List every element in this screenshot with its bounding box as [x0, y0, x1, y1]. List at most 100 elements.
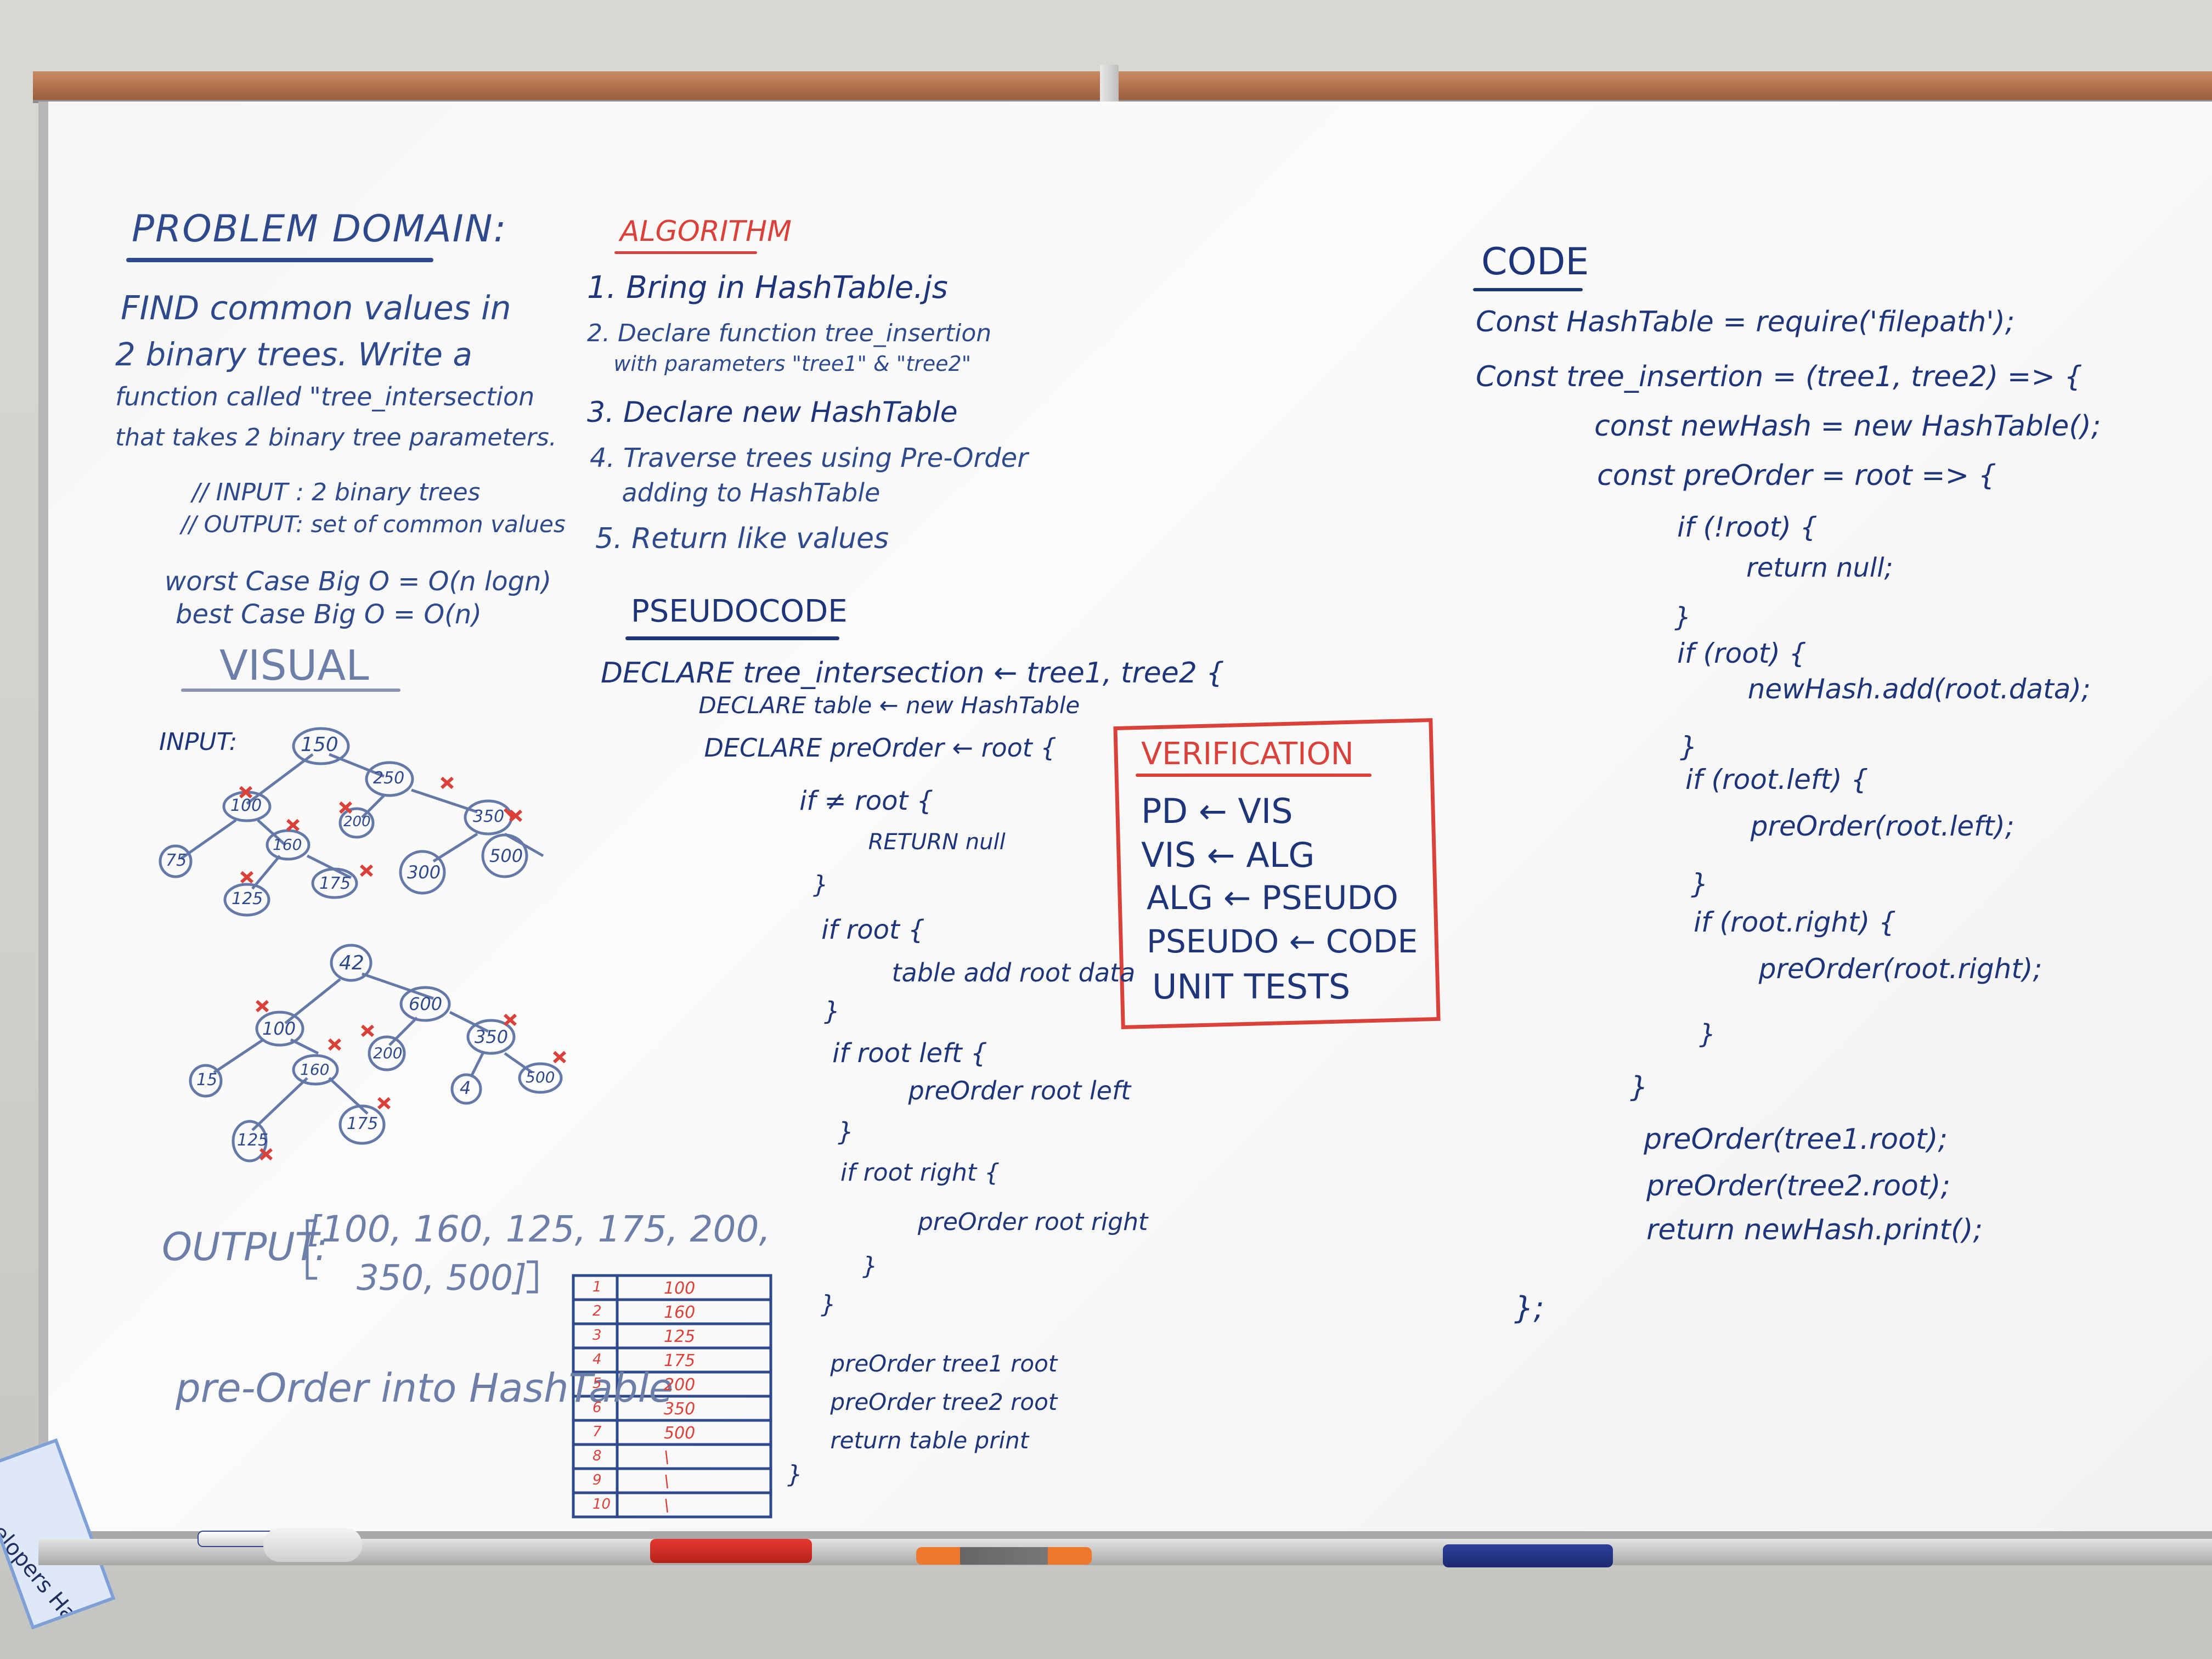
- algorithm-step-2b: with parameters "tree1" & "tree2": [587, 352, 972, 376]
- pseudocode-underline: [625, 636, 839, 640]
- tree2-node: 125: [237, 1131, 269, 1150]
- verification-line-4: PSEUDO ← CODE: [1147, 923, 1418, 960]
- verification-line-1: PD ← VIS: [1141, 791, 1293, 831]
- hash-index: 2: [592, 1303, 602, 1319]
- input-label: INPUT:: [159, 728, 238, 756]
- preorder-note: pre-Order into HashTable: [176, 1365, 674, 1411]
- code-line: if (root.left) {: [1616, 764, 1869, 795]
- hash-index: 4: [592, 1351, 602, 1368]
- tree1-node: 125: [232, 889, 263, 909]
- verification-line-2: VIS ← ALG: [1141, 835, 1315, 875]
- verification-heading: VERIFICATION: [1141, 736, 1354, 772]
- visual-heading: VISUAL: [219, 641, 369, 690]
- red-marker[interactable]: [650, 1539, 812, 1563]
- hash-index: 8: [592, 1448, 602, 1464]
- hash-value: 500: [664, 1424, 696, 1443]
- input-line: // INPUT : 2 binary trees: [192, 478, 481, 506]
- hash-index: 1: [592, 1279, 602, 1295]
- algorithm-step-4: 4. Traverse trees using Pre-Order: [590, 443, 1028, 473]
- pseudocode-line: if ≠ root {: [732, 786, 934, 816]
- problem-line-4: that takes 2 binary tree parameters.: [115, 424, 557, 452]
- code-heading: CODE: [1481, 240, 1589, 284]
- code-line: preOrder(tree2.root);: [1610, 1170, 1951, 1203]
- code-line: };: [1514, 1290, 1544, 1326]
- code-line: }: [1610, 731, 1697, 763]
- code-line: const preOrder = root => {: [1561, 459, 1996, 492]
- blue-marker-right[interactable]: [1443, 1544, 1613, 1567]
- hash-value: 175: [664, 1351, 696, 1370]
- code-line: }: [1621, 868, 1708, 900]
- problem-line-3: function called "tree_intersection: [115, 382, 535, 411]
- tree1-node: 500: [489, 845, 523, 866]
- pseudocode-line: table add root data: [795, 958, 1136, 988]
- tree2-node: 350: [475, 1026, 509, 1047]
- verification-underline: [1136, 774, 1372, 777]
- code-line: }: [1607, 602, 1691, 633]
- tree1-node: 100: [230, 796, 262, 815]
- algorithm-step-2: 2. Declare function tree_insertion: [587, 319, 992, 347]
- output-values-1: [100, 160, 125, 175, 200,: [307, 1208, 771, 1250]
- problem-domain-underline: [126, 258, 433, 262]
- tree1-node: 350: [473, 807, 505, 826]
- hash-index: 10: [592, 1496, 611, 1513]
- hash-index: 7: [592, 1424, 602, 1440]
- output-values-2: 350, 500]: [357, 1258, 527, 1299]
- code-line: return null;: [1646, 552, 1893, 583]
- algorithm-underline: [614, 251, 757, 254]
- code-line: preOrder(root.right);: [1654, 953, 2042, 985]
- tree1-node: 160: [273, 836, 302, 854]
- problem-domain-heading: PROBLEM DOMAIN:: [132, 207, 507, 251]
- code-line: Const tree_insertion = (tree1, tree2) =>…: [1476, 360, 2083, 393]
- whiteboard: [38, 101, 2212, 1539]
- problem-line-1: FIND common values in: [121, 289, 511, 328]
- hash-value: 160: [664, 1303, 696, 1322]
- problem-line-2: 2 binary trees. Write a: [115, 336, 472, 373]
- pseudocode-line: if root right {: [779, 1159, 1000, 1187]
- tree2-node: 4: [460, 1077, 471, 1098]
- tree2-node: 15: [196, 1070, 218, 1090]
- pseudocode-line: preOrder root right: [826, 1208, 1148, 1236]
- code-line: if (root) {: [1607, 637, 1807, 669]
- code-line: }: [1594, 1071, 1649, 1104]
- orange-marker[interactable]: [916, 1547, 1092, 1565]
- hash-index: 9: [592, 1472, 602, 1488]
- pseudocode-line: DECLARE tree_intersection ← tree1, tree2…: [601, 657, 1224, 690]
- tree2-node-root: 42: [339, 952, 364, 974]
- pseudocode-heading: PSEUDOCODE: [631, 594, 848, 629]
- pseudocode-line: }: [760, 996, 840, 1026]
- hash-value: \: [664, 1472, 670, 1491]
- tree1-node: 250: [373, 769, 405, 788]
- tree2-node: 100: [262, 1018, 296, 1039]
- algorithm-step-3: 3. Declare new HashTable: [587, 396, 958, 429]
- hash-index: 5: [592, 1375, 602, 1392]
- tree2-node: 160: [300, 1060, 330, 1079]
- pseudocode-line: }: [752, 871, 828, 899]
- eraser[interactable]: [263, 1528, 362, 1562]
- tree1-node: 175: [319, 874, 351, 893]
- algorithm-step-5: 5. Return like values: [595, 522, 889, 555]
- algorithm-step-4b: adding to HashTable: [590, 478, 881, 507]
- pseudocode-line: return table print: [801, 1427, 1029, 1454]
- tree1-node: 200: [343, 814, 371, 830]
- hash-value: 350: [664, 1400, 696, 1419]
- tree2-node: 500: [526, 1068, 555, 1086]
- verification-line-5: UNIT TESTS: [1152, 967, 1351, 1007]
- tree1-node: 75: [166, 851, 187, 870]
- hash-value: \: [664, 1448, 670, 1467]
- pseudocode-line: DECLARE preOrder ← root {: [672, 733, 1057, 763]
- code-line: newHash.add(root.data);: [1643, 673, 2091, 705]
- hash-index: 6: [592, 1400, 602, 1416]
- worst-case: worst Case Big O = O(n logn): [165, 566, 552, 597]
- pseudocode-line: }: [787, 1460, 803, 1488]
- hash-value: 125: [664, 1327, 696, 1346]
- code-line: Const HashTable = require('filepath');: [1476, 306, 2015, 338]
- pseudocode-line: preOrder tree2 root: [801, 1389, 1058, 1415]
- pseudocode-line: preOrder tree1 root: [801, 1350, 1058, 1377]
- tree2-node: 600: [409, 994, 443, 1014]
- code-underline: [1473, 288, 1583, 291]
- pseudocode-line: preOrder root left: [812, 1076, 1131, 1105]
- algorithm-heading: ALGORITHM: [620, 215, 792, 248]
- code-line: return newHash.print();: [1610, 1214, 1983, 1246]
- tree1-node-root: 150: [301, 733, 338, 756]
